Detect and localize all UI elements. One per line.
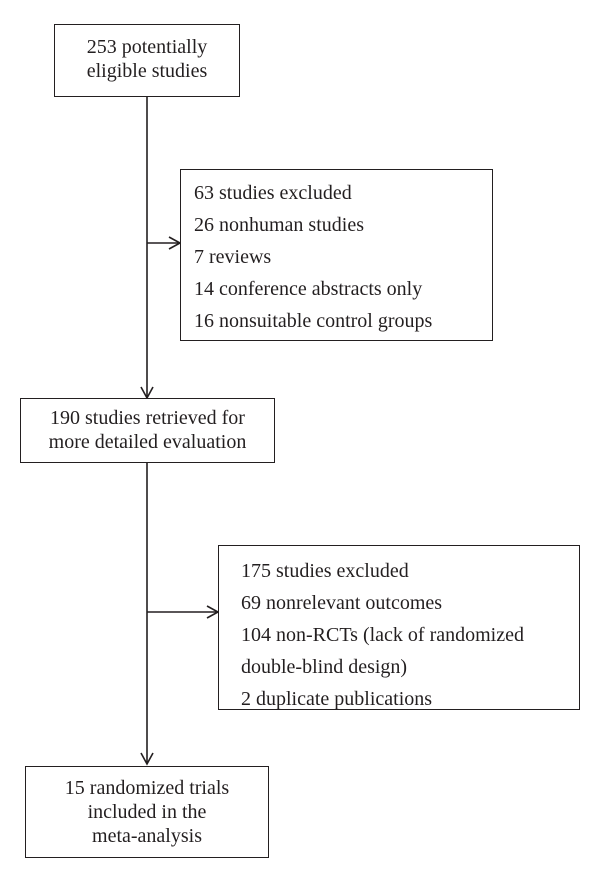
exclusion1-line-2: 26 nonhuman studies bbox=[194, 214, 364, 236]
exclusion1-line-1: 63 studies excluded bbox=[194, 182, 352, 204]
box2-line-1: 190 studies retrieved for bbox=[50, 407, 245, 429]
exclusion2-line-5: 2 duplicate publications bbox=[241, 688, 433, 710]
box3-line-3: meta-analysis bbox=[92, 825, 202, 847]
exclusion1-line-3: 7 reviews bbox=[194, 246, 272, 268]
exclusion1-line-5: 16 nonsuitable control groups bbox=[194, 310, 433, 332]
exclusion2-line-1: 175 studies excluded bbox=[241, 560, 409, 582]
exclusion1-line-4: 14 conference abstracts only bbox=[194, 278, 423, 300]
potentially-eligible-studies-box: 253 potentially eligible studies bbox=[54, 24, 240, 97]
box1-line-1: 253 potentially bbox=[86, 36, 208, 58]
box3-line-2: included in the bbox=[87, 801, 207, 823]
second-exclusion-box: 175 studies excluded 69 nonrelevant outc… bbox=[218, 545, 580, 710]
box3-line-1: 15 randomized trials bbox=[64, 777, 230, 799]
box1-line-2: eligible studies bbox=[86, 60, 208, 82]
studies-retrieved-box: 190 studies retrieved for more detailed … bbox=[20, 398, 275, 463]
exclusion2-line-3: 104 non-RCTs (lack of randomized bbox=[241, 624, 524, 646]
randomized-trials-box: 15 randomized trials included in the met… bbox=[25, 766, 269, 858]
exclusion2-line-4: double-blind design) bbox=[241, 656, 408, 678]
exclusion2-line-2: 69 nonrelevant outcomes bbox=[241, 592, 443, 614]
first-exclusion-box: 63 studies excluded 26 nonhuman studies … bbox=[180, 169, 493, 341]
box2-line-2: more detailed evaluation bbox=[48, 431, 247, 453]
